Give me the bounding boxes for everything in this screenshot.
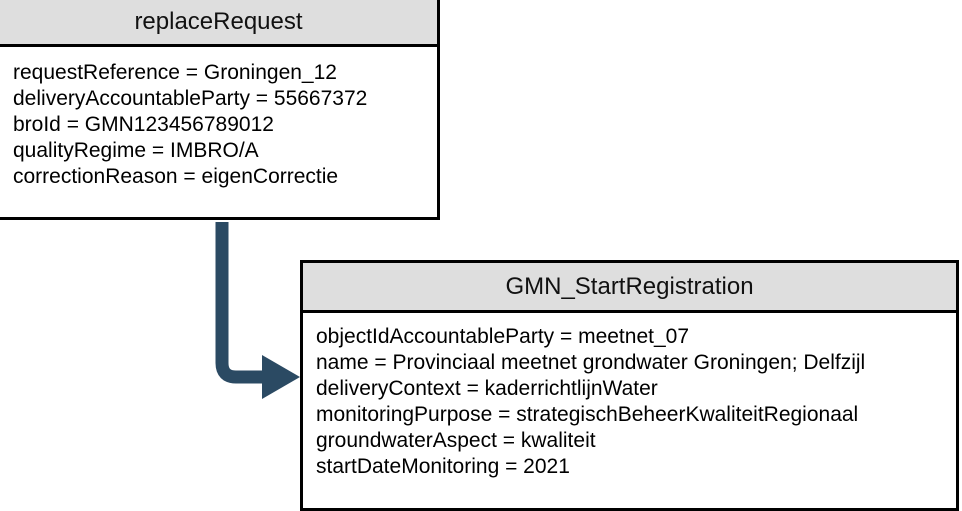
uml-attribute-row: broId = GMN123456789012 <box>13 113 274 136</box>
uml-attribute-row: name = Provinciaal meetnet grondwater Gr… <box>316 351 866 374</box>
uml-attribute-list-replace-request: requestReference = Groningen_12 delivery… <box>0 47 437 190</box>
uml-attribute-row: monitoringPurpose = strategischBeheerKwa… <box>316 403 859 426</box>
uml-attribute-row: deliveryContext = kaderrichtlijnWater <box>316 377 658 400</box>
uml-attribute-row: groundwaterAspect = kwaliteit <box>316 429 596 452</box>
connector-elbow-line <box>215 222 266 384</box>
uml-class-title-replace-request: replaceRequest <box>0 0 437 47</box>
uml-class-title-gmn-start-registration: GMN_StartRegistration <box>303 263 956 313</box>
connector-arrowhead-icon <box>262 355 300 399</box>
uml-attribute-row: deliveryAccountableParty = 55667372 <box>13 87 368 110</box>
uml-attribute-row: qualityRegime = IMBRO/A <box>13 139 259 162</box>
uml-attribute-row: startDateMonitoring = 2021 <box>316 455 570 478</box>
uml-attribute-row: correctionReason = eigenCorrectie <box>13 165 339 188</box>
uml-attribute-list-gmn-start-registration: objectIdAccountableParty = meetnet_07 na… <box>303 313 956 480</box>
uml-attribute-row: requestReference = Groningen_12 <box>13 61 337 84</box>
uml-class-box-replace-request[interactable]: replaceRequest requestReference = Gronin… <box>0 0 440 220</box>
uml-attribute-row: objectIdAccountableParty = meetnet_07 <box>316 325 689 348</box>
uml-class-box-gmn-start-registration[interactable]: GMN_StartRegistration objectIdAccountabl… <box>300 260 959 511</box>
